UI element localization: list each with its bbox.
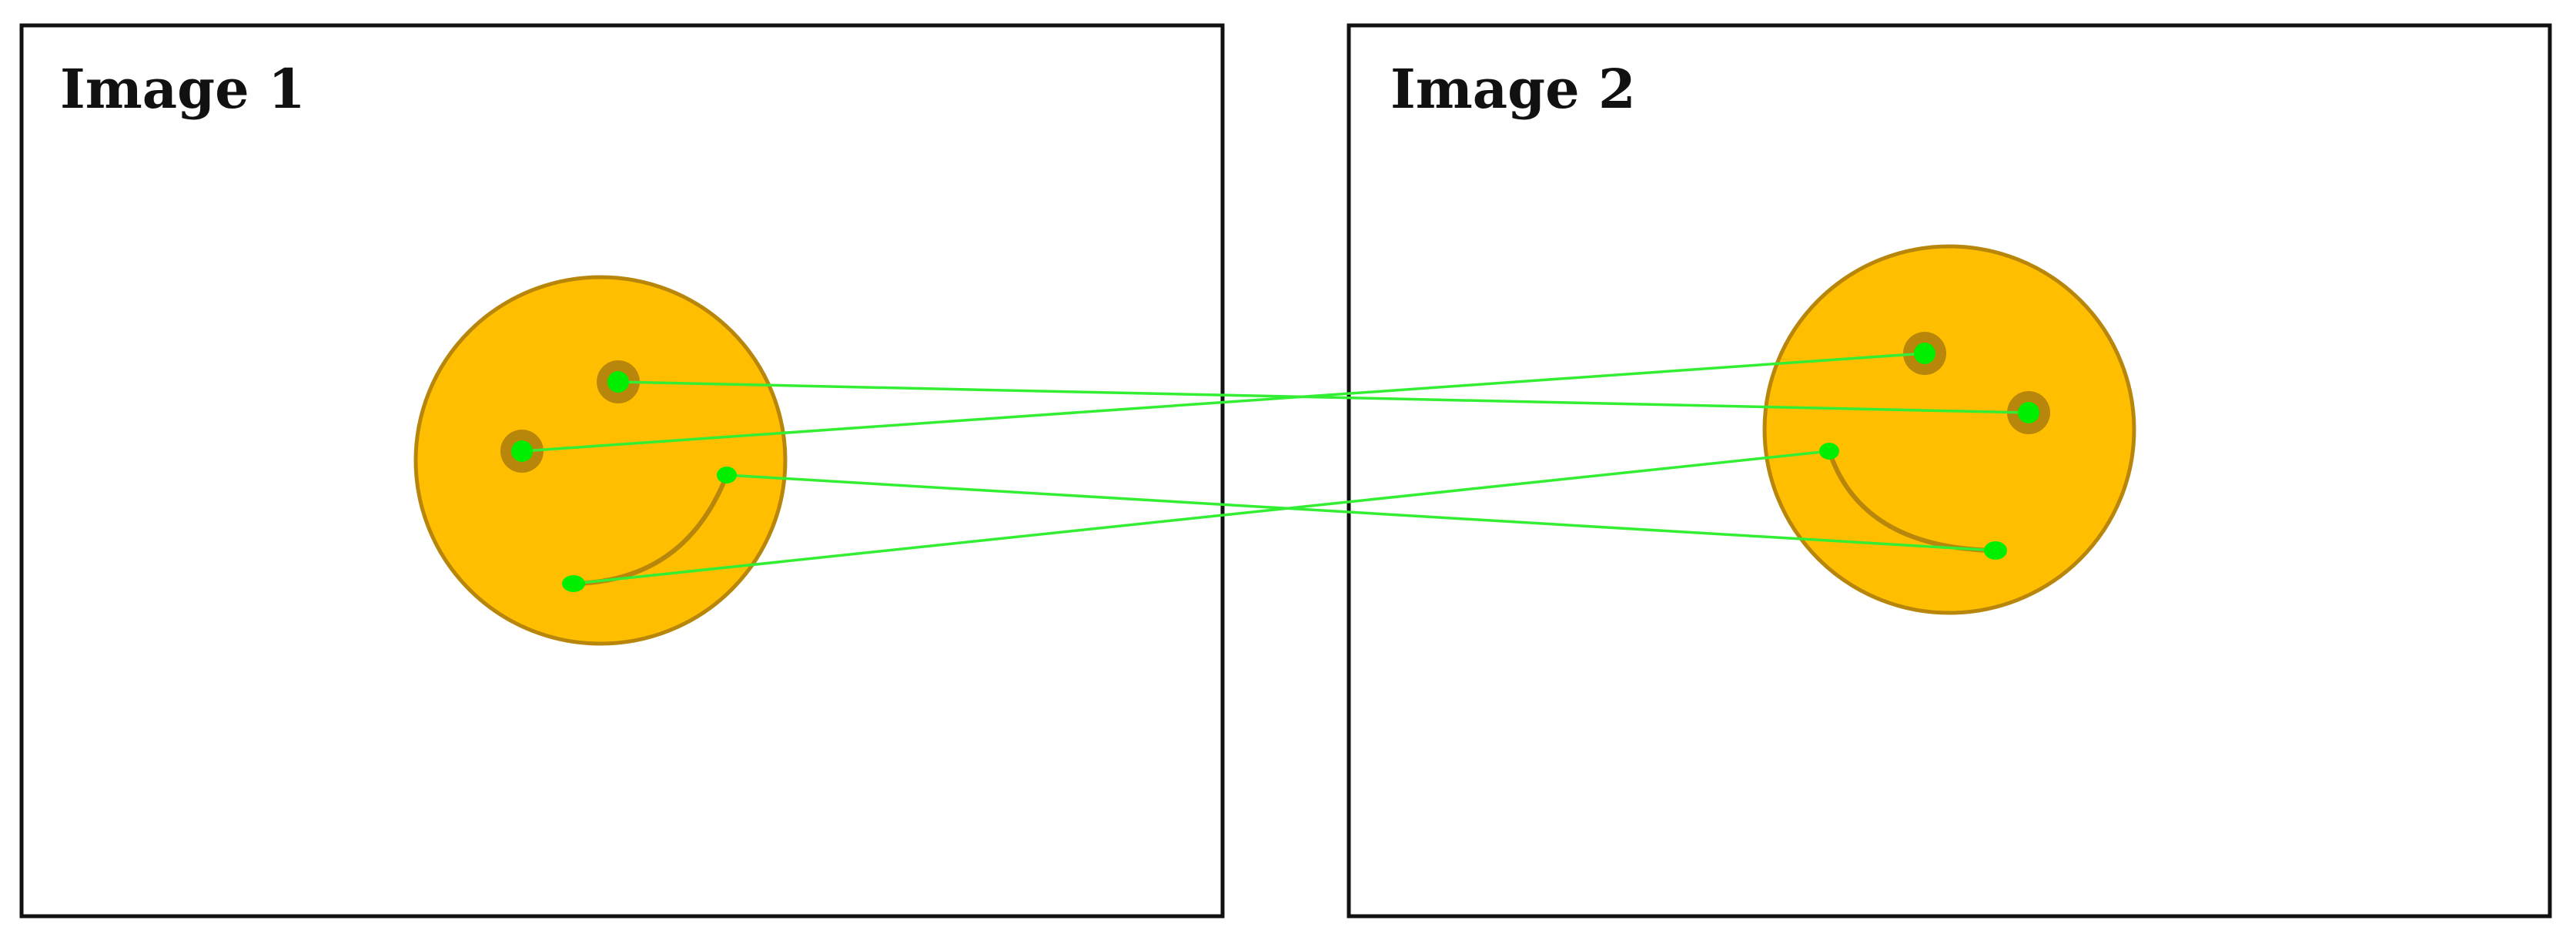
image-2-panel: Image 2 [1347,23,2552,919]
image-2-title: Image 2 [1390,57,1636,121]
match-line-right-eye [617,380,2029,414]
match-line-left-eye [521,352,1925,453]
image-2-right-eye-keypoint [2018,402,2039,423]
image-1-panel: Image 1 [19,23,1225,919]
keypoints [511,343,2039,592]
match-line-mouth-right [726,474,1996,552]
image-2-face [1762,244,2136,615]
image-1-left-eye-keypoint [511,440,533,462]
image-1-face [413,275,788,646]
image-1-mouth-right-keypoint [717,467,737,484]
image-1-mouth-left-keypoint [562,575,585,592]
image-2-smiley [1762,244,2136,615]
image-1-title: Image 1 [60,57,306,121]
image-1-right-eye-keypoint [607,371,629,393]
image-2-left-eye-keypoint [1914,343,1935,364]
match-lines [521,352,2029,585]
image-2-mouth-right-keypoint [1984,541,2007,560]
image-1-smiley [413,275,788,646]
match-line-mouth-left [573,450,1830,585]
image-2-mouth-left-keypoint [1819,443,1839,460]
